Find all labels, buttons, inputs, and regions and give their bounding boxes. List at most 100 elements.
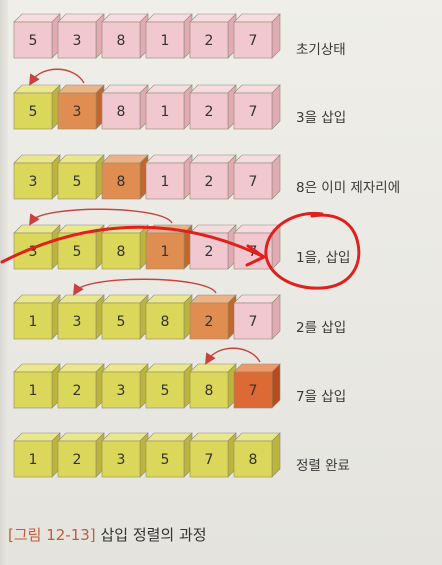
cube-value: 7 xyxy=(249,383,258,399)
insertion-arrow xyxy=(29,208,173,226)
cube-front-face xyxy=(57,440,97,478)
cube-value: 3 xyxy=(73,33,82,49)
cube-front-face xyxy=(57,21,97,59)
cube-value: 2 xyxy=(205,244,214,260)
cube-front-face xyxy=(145,440,185,478)
cube-side-face xyxy=(271,13,281,59)
cube-value: 8 xyxy=(161,314,170,330)
cube-value: 5 xyxy=(29,104,38,120)
cube-side-face xyxy=(271,154,281,200)
cube: 1 xyxy=(145,13,193,59)
cube-value: 7 xyxy=(249,314,258,330)
cube-front-face xyxy=(13,440,53,478)
cube-front-face xyxy=(13,162,53,200)
figure-number: [그림 12-13] xyxy=(8,526,96,544)
row-label-5: 7을 삽입 xyxy=(296,389,347,405)
cube-front-face xyxy=(13,302,53,340)
cube: 7 xyxy=(233,154,281,200)
cube-front-face xyxy=(189,232,229,270)
cube-value: 3 xyxy=(73,314,82,330)
insertion-arrow xyxy=(29,68,85,86)
cube-front-face xyxy=(189,302,229,340)
cube-front-face xyxy=(145,162,185,200)
cube-value: 8 xyxy=(117,33,126,49)
cube: 3 xyxy=(57,84,105,130)
cube-front-face xyxy=(145,302,185,340)
cube-value: 3 xyxy=(29,244,38,260)
cube-front-face xyxy=(189,440,229,478)
cube-value: 3 xyxy=(73,104,82,120)
cube: 8 xyxy=(101,13,149,59)
figure-title: 삽입 정렬의 과정 xyxy=(100,526,207,544)
page-binding-edge xyxy=(0,0,8,565)
cube-front-face xyxy=(101,162,141,200)
row-label-6: 정렬 완료 xyxy=(296,458,350,474)
cube-value: 2 xyxy=(73,452,82,468)
cube-front-face xyxy=(233,92,273,130)
cube: 1 xyxy=(145,154,193,200)
row-label-3: 1을, 삽입 xyxy=(296,250,351,266)
insertion-arrows xyxy=(29,68,261,365)
cube: 1 xyxy=(13,294,61,340)
cube-value: 7 xyxy=(249,33,258,49)
cube-value: 5 xyxy=(117,314,126,330)
figure-caption: [그림 12-13] 삽입 정렬의 과정 xyxy=(8,524,207,545)
cube: 5 xyxy=(101,294,149,340)
cube-value: 7 xyxy=(249,104,258,120)
cube-front-face xyxy=(189,21,229,59)
cube: 5 xyxy=(13,13,61,59)
cube-front-face xyxy=(189,92,229,130)
cube: 1 xyxy=(145,84,193,130)
cube-value: 1 xyxy=(161,244,170,260)
cube: 2 xyxy=(189,224,237,270)
cube-front-face xyxy=(233,21,273,59)
cube-value: 2 xyxy=(205,314,214,330)
cube-front-face xyxy=(145,371,185,409)
cube-value: 8 xyxy=(117,244,126,260)
cube: 5 xyxy=(13,84,61,130)
cube: 7 xyxy=(233,13,281,59)
cube: 3 xyxy=(57,294,105,340)
cube: 2 xyxy=(57,363,105,409)
cube-front-face xyxy=(145,21,185,59)
cube: 5 xyxy=(145,432,193,478)
cube-front-face xyxy=(57,371,97,409)
cube-front-face xyxy=(233,371,273,409)
handwritten-arrowhead xyxy=(245,244,266,267)
row-label-0: 초기상태 xyxy=(296,42,346,58)
cube: 3 xyxy=(101,363,149,409)
cube-value: 2 xyxy=(205,33,214,49)
cube-front-face xyxy=(13,92,53,130)
cube-value: 7 xyxy=(249,174,258,190)
cube-value: 7 xyxy=(205,452,214,468)
cube: 2 xyxy=(189,84,237,130)
cube-value: 5 xyxy=(161,452,170,468)
cube: 8 xyxy=(145,294,193,340)
cube: 8 xyxy=(233,432,281,478)
cube: 7 xyxy=(233,294,281,340)
insertion-arrow xyxy=(205,347,261,365)
cube-front-face xyxy=(101,21,141,59)
cube: 8 xyxy=(101,84,149,130)
cube-value: 2 xyxy=(205,174,214,190)
cube-side-face xyxy=(271,294,281,340)
cube-value: 1 xyxy=(161,104,170,120)
cube-value: 5 xyxy=(73,244,82,260)
cube: 8 xyxy=(101,154,149,200)
cube: 5 xyxy=(57,154,105,200)
cube-front-face xyxy=(101,440,141,478)
row-label-1: 3을 삽입 xyxy=(296,110,347,126)
cube-value: 5 xyxy=(73,174,82,190)
cube-front-face xyxy=(101,371,141,409)
cube-value: 1 xyxy=(29,383,38,399)
cube-front-face xyxy=(57,92,97,130)
cube: 2 xyxy=(189,154,237,200)
row-label-2: 8은 이미 제자리에 xyxy=(296,180,401,196)
handwritten-circle xyxy=(264,211,361,290)
cube-value: 5 xyxy=(161,383,170,399)
cube-front-face xyxy=(233,440,273,478)
cube-front-face xyxy=(13,232,53,270)
cube: 7 xyxy=(233,84,281,130)
